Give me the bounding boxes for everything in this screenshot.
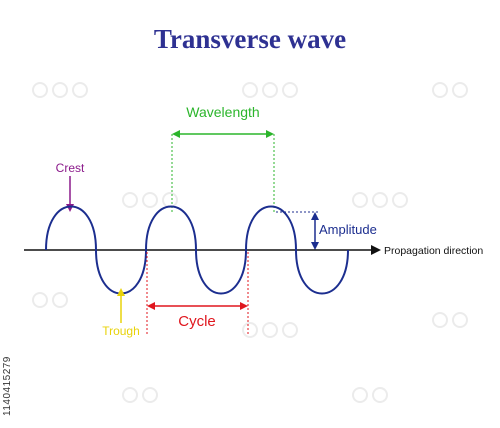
stock-image-id: 1140415279 <box>2 356 13 416</box>
propagation-axis: Propagation direction <box>24 245 483 257</box>
wave-curve <box>45 205 349 295</box>
wavelength-marker: Wavelength <box>171 104 275 212</box>
trough-arrowhead <box>117 288 125 296</box>
amplitude-marker: Amplitude <box>276 211 377 250</box>
wavelength-arrowhead-left <box>172 130 180 138</box>
amplitude-arrowhead-bottom <box>311 242 319 250</box>
cycle-arrowhead-right <box>240 302 248 310</box>
crest-arrowhead <box>66 204 74 212</box>
trough-label: Trough <box>102 324 140 338</box>
wavelength-label: Wavelength <box>186 104 259 120</box>
trough-marker: Trough <box>102 288 140 338</box>
wavelength-arrowhead-right <box>266 130 274 138</box>
diagram-title: Transverse wave <box>154 24 346 54</box>
amplitude-label: Amplitude <box>319 222 377 237</box>
cycle-label: Cycle <box>178 313 216 330</box>
amplitude-arrowhead-top <box>311 212 319 220</box>
cycle-marker: Cycle <box>146 252 249 336</box>
stock-watermark-pattern <box>32 82 468 403</box>
propagation-label: Propagation direction <box>384 245 483 257</box>
cycle-arrowhead-left <box>147 302 155 310</box>
crest-label: Crest <box>56 161 85 175</box>
crest-marker: Crest <box>56 161 85 212</box>
axis-arrowhead <box>371 245 381 255</box>
